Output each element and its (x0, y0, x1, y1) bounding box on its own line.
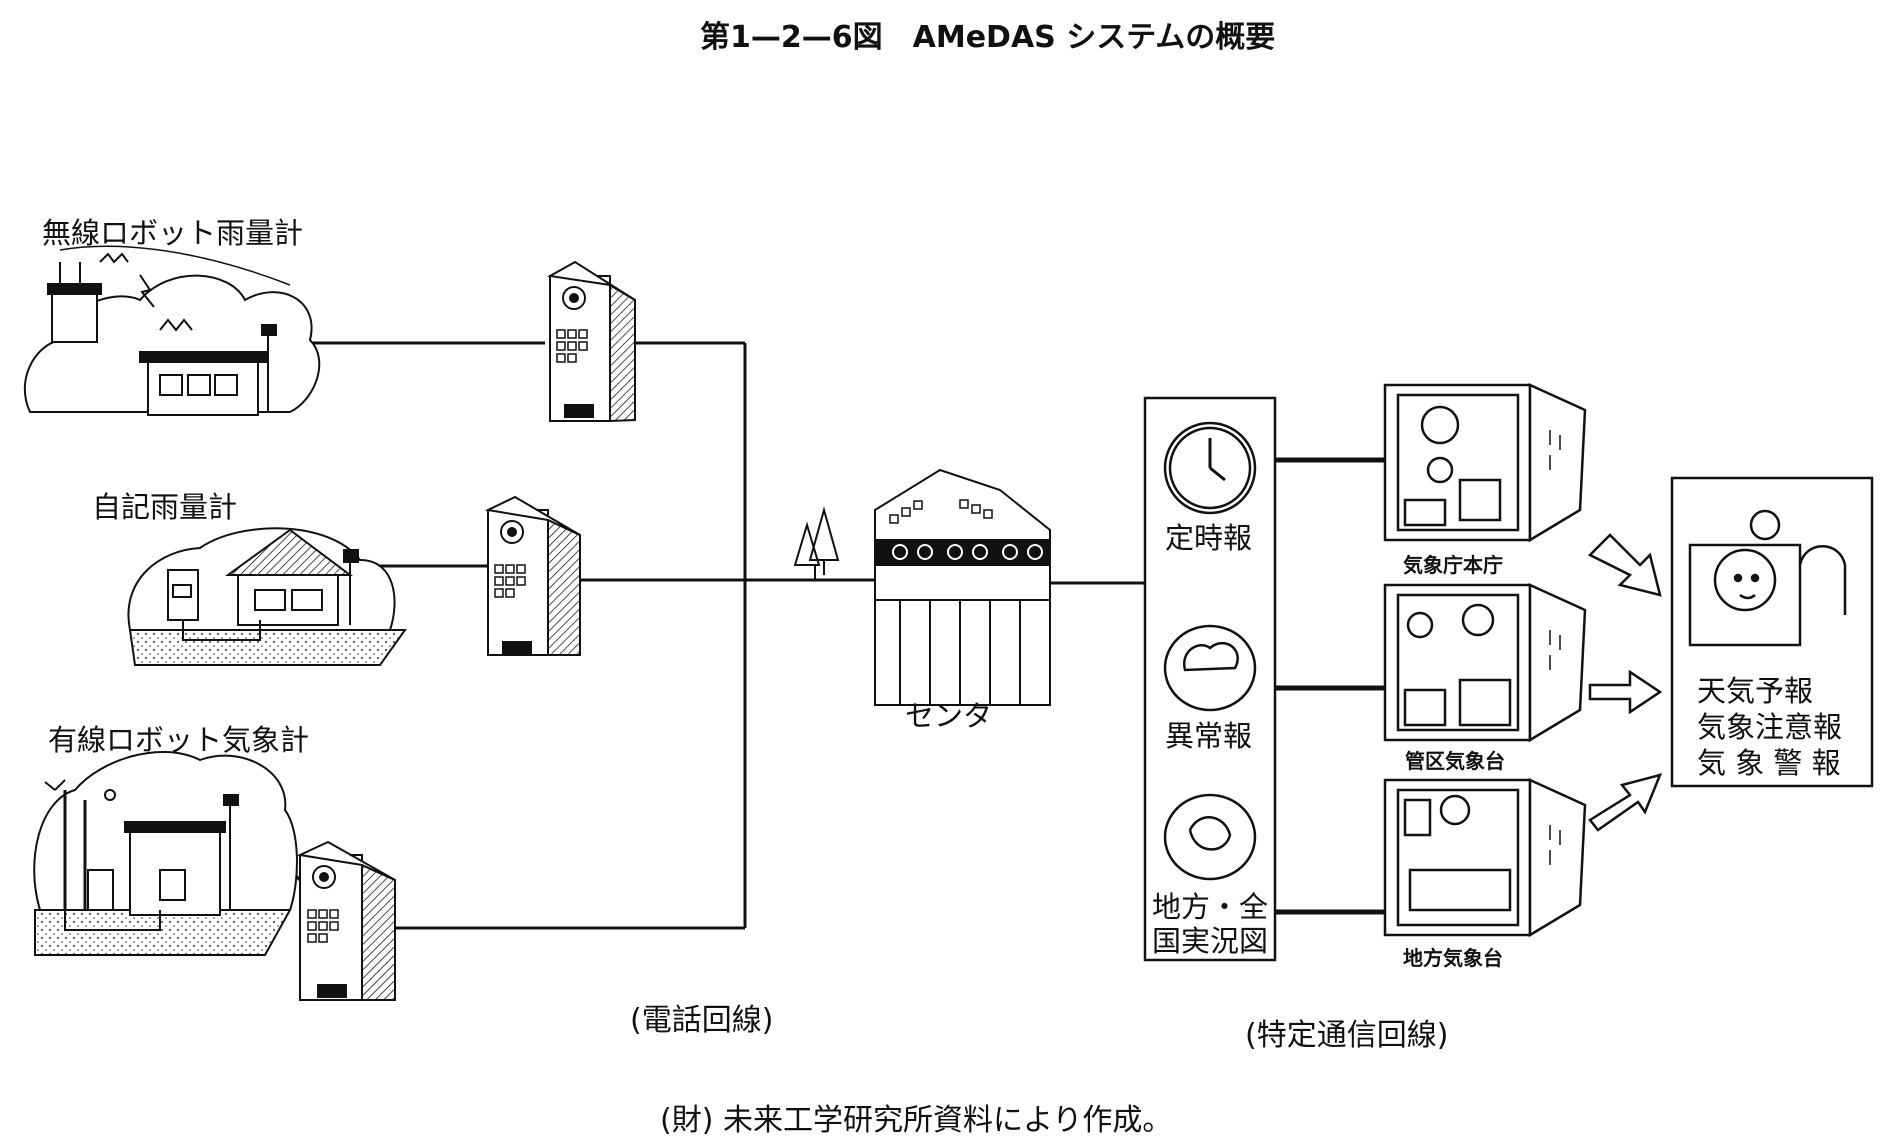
exchange-building-1 (546, 260, 636, 423)
map-label-line2: 国実況図 (1152, 924, 1269, 958)
recording-station-label: 自記雨量計 (92, 490, 238, 524)
figure-title: 第1—2—6図 AMeDAS システムの概要 (700, 20, 1276, 55)
output-advisory: 気象注意報 (1697, 710, 1843, 744)
output-box (1670, 476, 1874, 788)
wireless-station-illustration (23, 245, 321, 416)
dedicated-line-label: (特定通信回線) (1245, 1018, 1449, 1053)
local-office-label: 地方気象台 (1403, 946, 1503, 970)
office-screen-hq (1383, 383, 1587, 543)
panel-to-office-lines (1275, 457, 1385, 915)
wired-station-label: 有線ロボット気象計 (48, 723, 310, 757)
scheduled-report-label: 定時報 (1165, 521, 1253, 555)
source-note: (財) 未来工学研究所資料により作成。 (660, 1103, 1173, 1138)
center-label: センタ (905, 699, 993, 733)
exchange-building-2 (484, 495, 581, 656)
abnormal-report-label: 異常報 (1165, 719, 1253, 753)
phone-lines (228, 341, 1145, 930)
report-panel (1143, 396, 1277, 962)
wired-station-illustration (33, 751, 298, 956)
wireless-station-label: 無線ロボット雨量計 (42, 216, 304, 250)
output-forecast: 天気予報 (1697, 674, 1814, 708)
office-screen-district (1383, 583, 1587, 743)
output-arrows (1587, 533, 1663, 832)
office-screen-local (1383, 778, 1587, 938)
map-label-line1: 地方・全 (1152, 890, 1269, 924)
center-building (793, 468, 1051, 706)
phone-line-label: (電話回線) (630, 1003, 774, 1038)
hq-office-label: 気象庁本庁 (1403, 553, 1503, 577)
output-warning: 気 象 警 報 (1697, 746, 1841, 780)
district-office-label: 管区気象台 (1405, 749, 1505, 773)
exchange-building-3 (296, 840, 396, 1001)
recording-station-illustration (127, 527, 407, 666)
